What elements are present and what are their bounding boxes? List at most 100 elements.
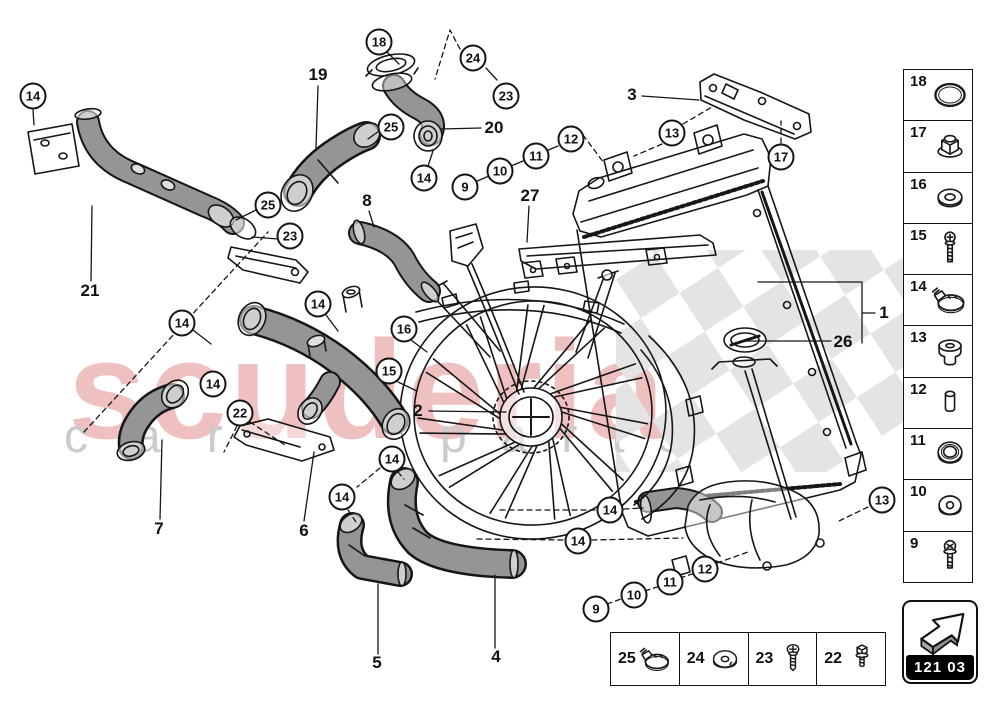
hose-clamp-icon: [931, 287, 965, 314]
balloon-12[interactable]: 12: [557, 125, 585, 153]
legend-item-number: 11: [910, 432, 926, 450]
balloon-18[interactable]: 18: [365, 28, 393, 56]
hose-19-drawing: [280, 121, 381, 212]
balloon-17[interactable]: 17: [767, 143, 795, 171]
legend-item-23[interactable]: 23: [749, 633, 818, 685]
balloon-12[interactable]: 12: [691, 555, 719, 583]
part-label-19: 19: [308, 65, 328, 84]
legend-item-number: 9: [910, 534, 919, 552]
balloon-16[interactable]: 16: [390, 315, 418, 343]
legend-item-13[interactable]: 13: [904, 326, 972, 378]
pin-icon: [944, 390, 956, 412]
bracket-3-drawing: [699, 73, 812, 140]
hose-8-drawing: [348, 219, 441, 303]
bolt-short-icon: [943, 539, 957, 569]
legend-item-22[interactable]: 22: [817, 633, 885, 685]
legend-item-number: 18: [910, 73, 927, 90]
washer-large-icon: [712, 650, 737, 669]
legend-item-number: 16: [910, 175, 927, 193]
part-label-4: 4: [491, 647, 501, 666]
hose-7-drawing: [116, 379, 190, 462]
part-label-21: 21: [80, 281, 100, 300]
legend-item-number: 14: [910, 278, 927, 296]
radiator-cap-drawing: [711, 327, 797, 520]
diagram-nav-box[interactable]: 121 03: [902, 600, 978, 684]
part-label-5: 5: [372, 653, 382, 672]
legend-item-17[interactable]: 17: [904, 121, 972, 173]
balloon-14[interactable]: 14: [328, 483, 356, 511]
balloon-25[interactable]: 25: [377, 113, 405, 141]
legend-item-number: 25: [618, 650, 636, 667]
o-ring-icon: [934, 83, 966, 108]
legend-item-number: 10: [910, 483, 927, 501]
legend-item-18[interactable]: 18: [904, 70, 972, 122]
balloon-25[interactable]: 25: [254, 191, 282, 219]
balloon-14[interactable]: 14: [304, 290, 332, 318]
balloon-14[interactable]: 14: [19, 82, 47, 110]
legend-item-number: 12: [910, 380, 927, 398]
pipe-21-drawing: [27, 107, 309, 284]
bolt-long-icon: [944, 231, 956, 263]
flange-nut-icon: [937, 135, 963, 159]
balloon-9[interactable]: 9: [451, 173, 479, 201]
legend-item-number: 23: [755, 650, 774, 667]
balloon-14[interactable]: 14: [410, 164, 438, 192]
bolt-hex-icon: [855, 644, 869, 668]
fastener-legend-bottom: 25 24 23 22: [610, 632, 886, 686]
balloon-23[interactable]: 23: [492, 82, 520, 110]
legend-item-number: 22: [824, 650, 843, 667]
arrow-3d-icon: [920, 612, 965, 655]
part-label-1: 1: [879, 303, 889, 322]
balloon-13[interactable]: 13: [658, 119, 686, 147]
part-label-7: 7: [154, 519, 164, 538]
balloon-15[interactable]: 15: [375, 357, 403, 385]
leader-lines-solid: [32, 51, 876, 655]
legend-item-16[interactable]: 16: [904, 172, 972, 224]
balloon-11[interactable]: 11: [656, 568, 684, 596]
balloon-23[interactable]: 23: [276, 222, 304, 250]
fan-drawing: [399, 269, 704, 540]
bracket-27-drawing: [518, 234, 717, 279]
balloon-14[interactable]: 14: [596, 496, 624, 524]
balloon-14[interactable]: 14: [564, 527, 592, 555]
legend-item-10[interactable]: 10: [904, 480, 972, 532]
grommet-icon: [938, 338, 962, 366]
legend-item-14[interactable]: 14: [904, 275, 972, 327]
watermark: scuderia car parts: [64, 250, 906, 472]
balloon-9[interactable]: 9: [582, 595, 610, 623]
diagram-code-badge: 121 03: [906, 655, 974, 680]
part-label-6: 6: [299, 521, 309, 540]
bushing-icon: [937, 441, 963, 465]
legend-item-number: 15: [910, 226, 927, 244]
part-label-26: 26: [833, 332, 853, 351]
screw-pan-icon: [786, 643, 800, 672]
legend-item-11[interactable]: 11: [904, 429, 972, 481]
balloon-14[interactable]: 14: [378, 445, 406, 473]
legend-item-number: 13: [910, 329, 927, 347]
legend-item-25[interactable]: 25: [611, 633, 680, 685]
sensor-cable-drawing: [449, 223, 525, 395]
balloon-10[interactable]: 10: [486, 157, 514, 185]
balloon-22[interactable]: 22: [226, 399, 254, 427]
legend-item-9[interactable]: 9: [904, 531, 972, 582]
hose-5-drawing: [336, 512, 413, 587]
washer-icon: [937, 188, 963, 208]
legend-item-15[interactable]: 15: [904, 223, 972, 276]
manifold-6-drawing: [233, 285, 411, 462]
legend-item-number: 17: [910, 124, 927, 142]
balloon-11[interactable]: 11: [522, 142, 550, 170]
balloon-14[interactable]: 14: [168, 309, 196, 337]
balloon-13[interactable]: 13: [868, 486, 896, 514]
hose-4-drawing: [386, 467, 527, 579]
legend-item-24[interactable]: 24: [680, 633, 749, 685]
hose-clamp-icon: [639, 647, 669, 671]
balloon-24[interactable]: 24: [459, 44, 487, 72]
balloon-14[interactable]: 14: [199, 370, 227, 398]
part-label-2: 2: [413, 401, 423, 420]
balloon-10[interactable]: 10: [620, 581, 648, 609]
pipe-20-drawing: [365, 53, 445, 152]
legend-item-12[interactable]: 12: [904, 377, 972, 430]
part-label-27: 27: [520, 186, 540, 205]
